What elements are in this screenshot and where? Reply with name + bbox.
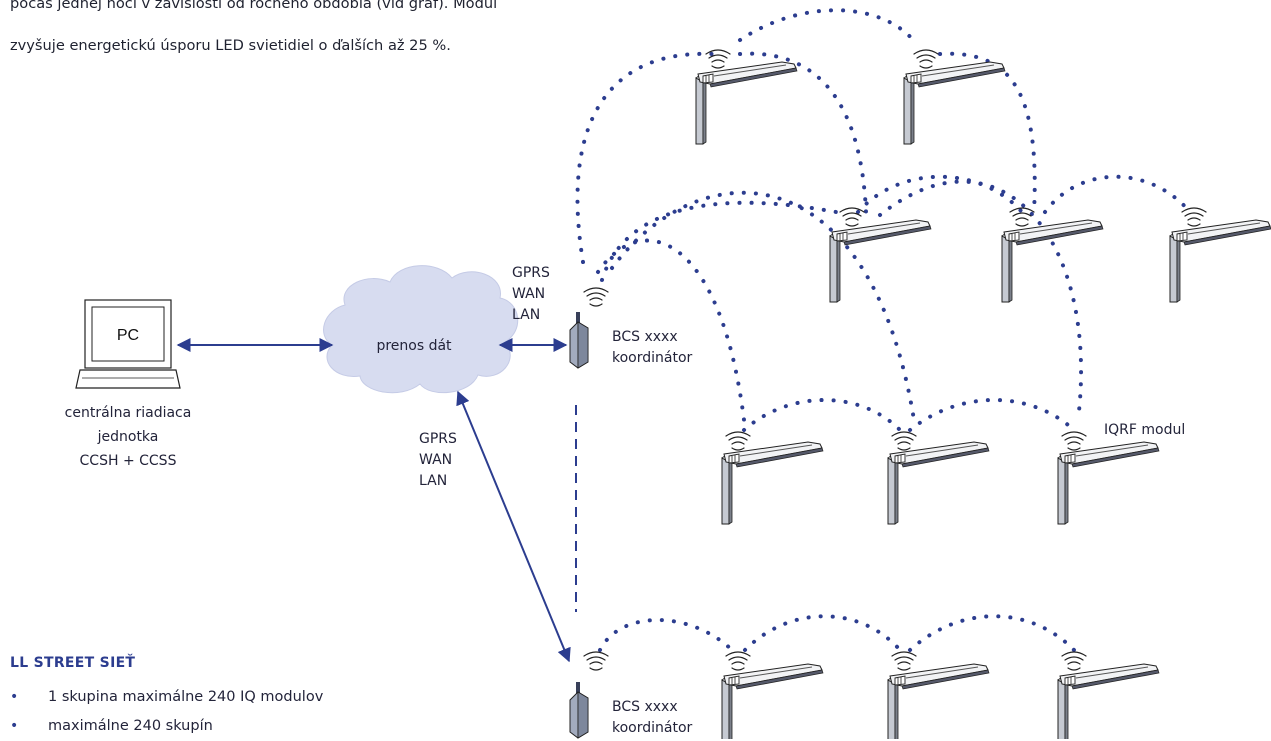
street-lamp-icon [695, 61, 798, 145]
wireless-icon [1061, 651, 1087, 671]
coordinator-bottom-line-2: koordinátor [612, 720, 693, 736]
wireless-icon [725, 651, 751, 671]
wireless-icon [725, 431, 751, 451]
data-transfer-cloud: prenos dát [323, 265, 519, 394]
coordinator-top-line-1: BCS xxxx [612, 329, 678, 345]
coordinator-bottom-line-1: BCS xxxx [612, 699, 678, 715]
intro-line-2: zvyšuje energetickú úsporu LED svietidie… [10, 37, 451, 54]
cloud-coordinator-bottom-link [456, 390, 571, 663]
central-unit-line-1: centrálna riadiaca [65, 405, 192, 421]
radio-links [575, 8, 1192, 652]
coordinator-device-icon [569, 311, 589, 369]
street-lamp-icon [1057, 441, 1160, 525]
central-unit-line-3: CCSH + CCSS [80, 453, 177, 469]
street-lamp-icon [721, 663, 824, 739]
legend-list: 1 skupina maximálne 240 IQ modulov maxim… [10, 683, 323, 741]
link-top-gprs: GPRS [512, 265, 550, 281]
legend-item: maximálne 240 skupín [10, 712, 323, 741]
street-lamp-icon [1057, 663, 1160, 739]
wireless-icon [839, 207, 865, 227]
cloud-label: prenos dát [376, 338, 452, 354]
legend-title: LL STREET SIEŤ [10, 655, 136, 671]
wireless-icon [583, 651, 609, 671]
pc-label: PC [117, 327, 139, 344]
pc-laptop-icon: PC [75, 299, 181, 389]
wireless-icon [913, 49, 939, 69]
central-unit-line-2: jednotka [97, 429, 159, 445]
wireless-icon [1061, 431, 1087, 451]
coordinator-device-icon [569, 681, 589, 739]
street-lamp-icon [829, 219, 932, 303]
wireless-icon [583, 287, 609, 307]
link-top-wan: WAN [512, 286, 545, 302]
street-lamp-icon [903, 61, 1006, 145]
street-lamp-icon [1001, 219, 1104, 303]
street-lamp-icon [1169, 219, 1271, 303]
wireless-icon [891, 651, 917, 671]
street-lamp-icon [721, 441, 824, 525]
wireless-icon [705, 49, 731, 69]
coordinator-top-line-2: koordinátor [612, 350, 693, 366]
link-bottom-lan: LAN [419, 473, 447, 489]
legend-item: 1 skupina maximálne 240 IQ modulov [10, 683, 323, 712]
wireless-icon [1181, 207, 1207, 227]
link-bottom-wan: WAN [419, 452, 452, 468]
street-lamp-icon [887, 441, 990, 525]
link-top-lan: LAN [512, 307, 540, 323]
network-legend: LL STREET SIEŤ 1 skupina maximálne 240 I… [10, 655, 323, 741]
iqrf-module-label: IQRF modul [1104, 422, 1185, 438]
link-bottom-gprs: GPRS [419, 431, 457, 447]
intro-line-1: počas jednej noci v závislosti od ročnéh… [10, 0, 498, 12]
street-lamp-icon [887, 663, 990, 739]
wireless-icon [891, 431, 917, 451]
